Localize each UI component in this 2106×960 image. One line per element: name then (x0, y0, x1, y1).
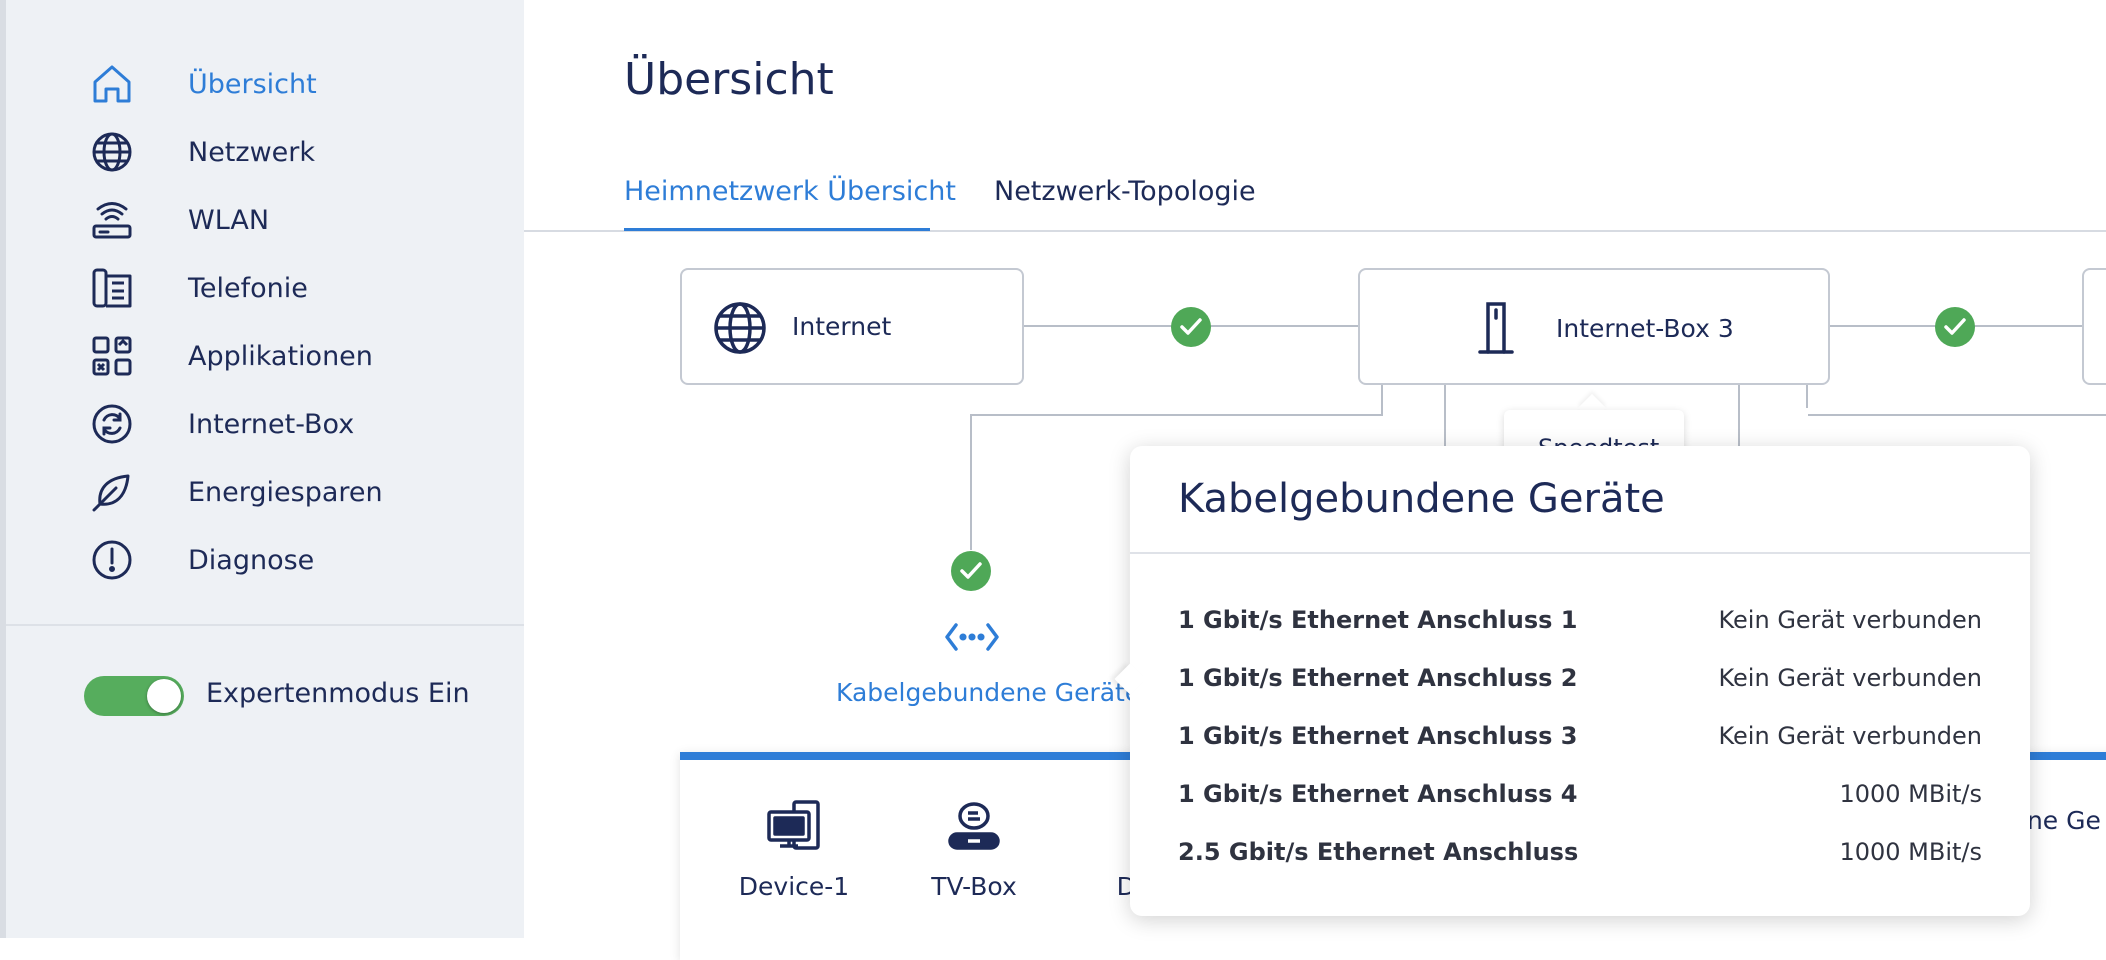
port-status: Kein Gerät verbunden (1718, 722, 1983, 750)
device-item[interactable]: Device-1 (724, 800, 864, 901)
wired-devices-popover: Kabelgebundene Geräte 1 Gbit/s Ethernet … (1130, 446, 2030, 916)
connector-line (1808, 414, 2106, 416)
sidebar-item-label: Telefonie (188, 272, 308, 304)
port-row: 2.5 Gbit/s Ethernet Anschluss 1000 MBit/… (1178, 834, 1982, 874)
status-ok-icon (951, 551, 991, 591)
tab-netzwerk-topologie[interactable]: Netzwerk-Topologie (994, 176, 1256, 207)
window-edge (0, 0, 6, 938)
sidebar-item-energiesparen[interactable]: Energiesparen (90, 466, 383, 518)
toggle-knob (147, 679, 181, 713)
port-row: 1 Gbit/s Ethernet Anschluss 4 1000 MBit/… (1178, 776, 1982, 816)
sidebar-item-label: WLAN (188, 204, 270, 236)
tab-heimnetzwerk-uebersicht[interactable]: Heimnetzwerk Übersicht (624, 176, 956, 207)
connector-line (1381, 384, 1383, 414)
desktop-pc-icon (766, 800, 822, 858)
ethernet-icon (944, 620, 1000, 658)
port-name: 1 Gbit/s Ethernet Anschluss 2 (1178, 664, 1578, 692)
globe-icon (712, 300, 768, 360)
port-name: 1 Gbit/s Ethernet Anschluss 1 (1178, 606, 1578, 634)
sidebar-divider (6, 624, 524, 626)
connector-line (972, 414, 1383, 416)
globe-icon (90, 130, 134, 174)
sidebar-item-label: Applikationen (188, 340, 373, 372)
sidebar-item-label: Netzwerk (188, 136, 315, 168)
sidebar-item-label: Energiesparen (188, 476, 383, 508)
device-label-clipped: ine Ge (2020, 806, 2101, 835)
leaf-icon (90, 470, 134, 514)
apps-grid-icon (90, 334, 134, 378)
internet-label: Internet (792, 312, 892, 341)
sidebar-item-label: Diagnose (188, 544, 315, 576)
popover-divider (1130, 552, 2030, 554)
status-ok-icon (1171, 307, 1211, 347)
sidebar-item-applikationen[interactable]: Applikationen (90, 330, 373, 382)
exclamation-icon (90, 538, 134, 582)
phone-icon (90, 266, 134, 310)
device-item[interactable]: TV-Box (904, 800, 1044, 901)
connector-line (1738, 384, 1740, 450)
wifi-router-icon (90, 198, 134, 242)
connector-line (1444, 384, 1446, 450)
wired-devices-link[interactable]: Kabelgebundene Geräte (836, 678, 1141, 707)
port-status: Kein Gerät verbunden (1718, 664, 1983, 692)
connector-line (1806, 384, 1808, 408)
tv-box-icon (946, 802, 1002, 858)
active-tab-indicator (624, 228, 930, 231)
expert-mode-label: Expertenmodus Ein (206, 678, 470, 709)
connector-line (970, 414, 972, 550)
status-ok-icon (1935, 307, 1975, 347)
expert-mode-toggle[interactable] (84, 676, 184, 716)
port-row: 1 Gbit/s Ethernet Anschluss 3 Kein Gerät… (1178, 718, 1982, 758)
port-status: Kein Gerät verbunden (1718, 606, 1983, 634)
port-row: 1 Gbit/s Ethernet Anschluss 2 Kein Gerät… (1178, 660, 1982, 700)
sidebar-item-wlan[interactable]: WLAN (90, 194, 269, 246)
sidebar-item-internet-box[interactable]: Internet-Box (90, 398, 354, 450)
box-sync-icon (90, 402, 134, 446)
next-node[interactable] (2082, 268, 2106, 385)
sidebar-item-uebersicht[interactable]: Übersicht (90, 58, 317, 110)
popover-title: Kabelgebundene Geräte (1178, 476, 1665, 522)
port-status: 1000 MBit/s (1839, 838, 1982, 866)
device-label: TV-Box (931, 872, 1017, 901)
device-label: Device-1 (738, 872, 850, 901)
internet-node[interactable]: Internet (680, 268, 1024, 385)
router-icon (1478, 298, 1514, 362)
sidebar-item-diagnose[interactable]: Diagnose (90, 534, 314, 586)
internet-box-node[interactable]: Internet-Box 3 (1358, 268, 1830, 385)
sidebar-item-netzwerk[interactable]: Netzwerk (90, 126, 315, 178)
sidebar: Übersicht Netzwerk WLAN Telefonie Applik… (6, 0, 524, 938)
home-icon (90, 62, 134, 106)
page-title: Übersicht (624, 54, 834, 105)
sidebar-item-label: Internet-Box (188, 408, 355, 440)
port-name: 1 Gbit/s Ethernet Anschluss 3 (1178, 722, 1578, 750)
port-name: 1 Gbit/s Ethernet Anschluss 4 (1178, 780, 1578, 808)
sidebar-item-telefonie[interactable]: Telefonie (90, 262, 308, 314)
sidebar-item-label: Übersicht (188, 68, 317, 100)
port-name: 2.5 Gbit/s Ethernet Anschluss (1178, 838, 1579, 866)
port-row: 1 Gbit/s Ethernet Anschluss 1 Kein Gerät… (1178, 602, 1982, 642)
port-status: 1000 MBit/s (1839, 780, 1982, 808)
tabs-divider (524, 230, 2106, 232)
internet-box-label: Internet-Box 3 (1556, 314, 1734, 343)
